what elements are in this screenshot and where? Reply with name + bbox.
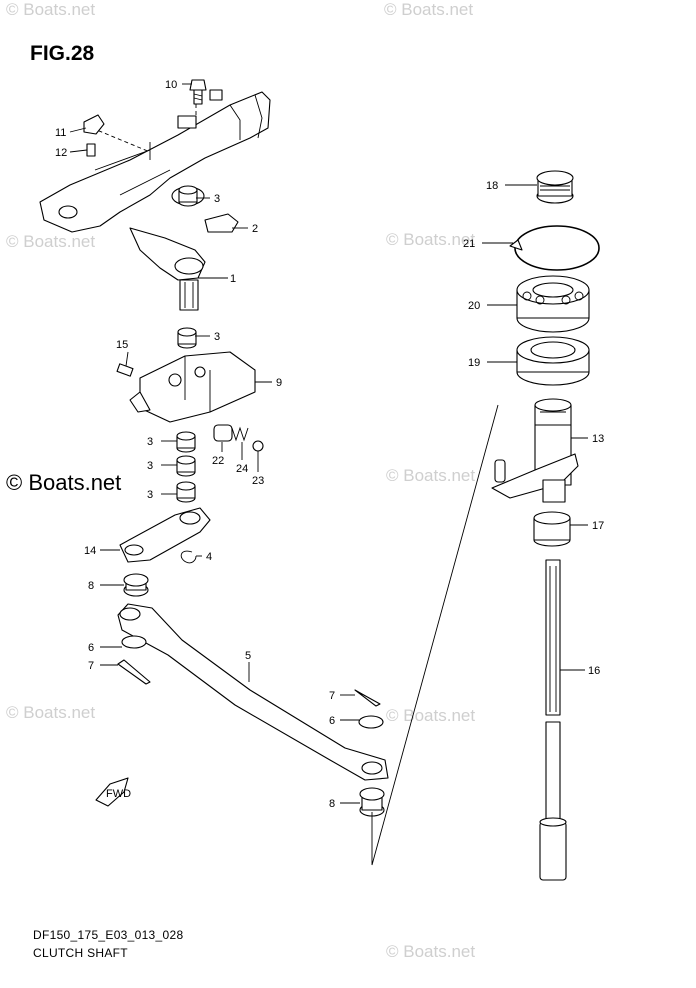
callout-2: 2	[252, 223, 258, 235]
pin-7-left	[117, 659, 151, 685]
snap-ring-21	[509, 225, 600, 271]
leader-lines	[69, 83, 588, 804]
figure-title: FIG.28	[30, 42, 95, 65]
callout-15: 15	[116, 339, 128, 351]
clutch-shaft-16	[539, 559, 567, 881]
bushing-3-a	[176, 431, 196, 453]
callout-13: 13	[592, 433, 604, 445]
upper-bracket	[39, 89, 271, 233]
callout-3: 3	[214, 193, 220, 205]
clip-2	[204, 213, 239, 233]
plug-18	[536, 170, 574, 204]
bushing-8-left	[123, 573, 149, 597]
callout-17: 17	[592, 520, 604, 532]
callout-7: 7	[329, 690, 335, 702]
bushing-3-top	[178, 185, 198, 207]
watermark: © Boats.net	[386, 942, 476, 961]
watermark: © Boats.net	[386, 706, 476, 725]
callout-1: 1	[230, 273, 236, 285]
lever-14	[119, 507, 211, 563]
watermark: © Boats.net	[384, 0, 474, 19]
figure-name: CLUTCH SHAFT	[33, 946, 128, 960]
shift-lever-1	[129, 227, 206, 311]
housing-9	[129, 351, 256, 423]
callout-9: 9	[276, 377, 282, 389]
callout-3: 3	[147, 460, 153, 472]
bushing-17	[533, 511, 571, 547]
callout-4: 4	[206, 551, 212, 563]
callout-18: 18	[486, 180, 498, 192]
watermark: © Boats.net	[386, 466, 476, 485]
callout-10: 10	[165, 79, 177, 91]
callout-3: 3	[214, 331, 220, 343]
bolt-10	[189, 79, 207, 105]
callout-22: 22	[212, 455, 224, 467]
bushing-8-bottom	[359, 787, 385, 817]
screw-15	[116, 363, 134, 377]
watermark: © Boats.net	[6, 0, 96, 19]
clip-4	[180, 550, 197, 564]
callout-8: 8	[88, 580, 94, 592]
callout-5: 5	[245, 650, 251, 662]
callout-8: 8	[329, 798, 335, 810]
callout-6: 6	[88, 642, 94, 654]
callout-3: 3	[147, 436, 153, 448]
callout-14: 14	[84, 545, 96, 557]
callout-20: 20	[468, 300, 480, 312]
callout-24: 24	[236, 463, 248, 475]
bolt-12	[86, 143, 96, 157]
plunger-22	[213, 424, 233, 442]
clip-11	[83, 114, 105, 135]
sleeve-13	[491, 398, 579, 503]
fwd-label: FWD	[106, 788, 131, 800]
watermark-dark: © Boats.net	[6, 470, 122, 495]
callout-7: 7	[88, 660, 94, 672]
callout-21: 21	[463, 238, 475, 250]
pin-7-right	[354, 689, 381, 707]
leader-line	[371, 404, 499, 866]
bushing-3-c	[176, 481, 196, 503]
callout-11: 11	[55, 127, 66, 139]
callout-19: 19	[468, 357, 480, 369]
callout-3: 3	[147, 489, 153, 501]
seal-19	[516, 336, 590, 386]
spring-24	[231, 426, 249, 442]
bearing-20	[516, 275, 590, 333]
callout-16: 16	[588, 665, 600, 677]
callout-23: 23	[252, 475, 264, 487]
callout-6: 6	[329, 715, 335, 727]
washer-6-left	[121, 635, 147, 649]
watermark: © Boats.net	[6, 703, 96, 722]
callout-12: 12	[55, 147, 67, 159]
watermark: © Boats.net	[386, 230, 476, 249]
ball-23	[252, 440, 264, 452]
bushing-3-mid	[177, 327, 197, 349]
fwd-arrow: FWD	[95, 777, 131, 807]
link-rod-5	[117, 603, 389, 781]
washer-6-right	[358, 715, 384, 729]
watermark: © Boats.net	[6, 232, 96, 251]
callouts: 10 11 12 3 2 1 3 15 9 3 3 3 22 24 23 14 …	[55, 79, 604, 810]
figure-code: DF150_175_E03_013_028	[33, 928, 184, 942]
bushing-3-b	[176, 455, 196, 477]
